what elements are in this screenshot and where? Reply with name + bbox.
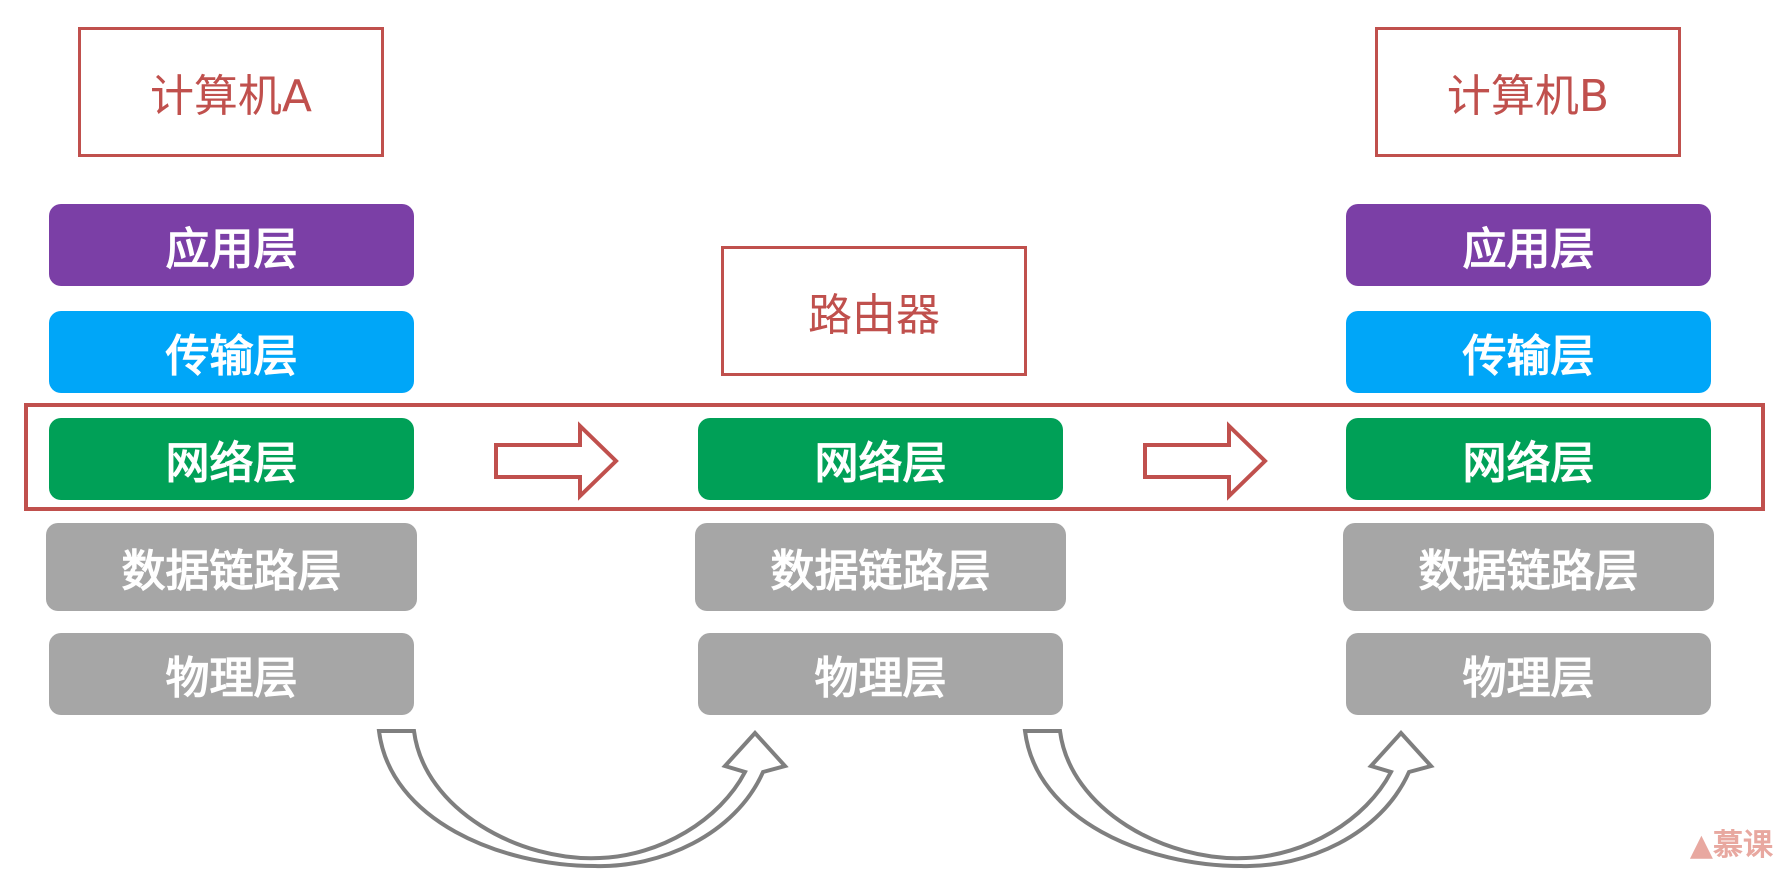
- watermark-text: 慕课: [1713, 828, 1773, 863]
- computer-b-datalink-layer: 数据链路层: [1343, 523, 1714, 611]
- arrow-right-icon: [494, 421, 619, 501]
- computer-a-transport-layer: 传输层: [49, 311, 414, 393]
- computer-a-datalink-layer: 数据链路层: [46, 523, 417, 611]
- computer-b-application-layer: 应用层: [1346, 204, 1711, 286]
- computer-a-physical-layer: 物理层: [49, 633, 414, 715]
- watermark-logo: ▲慕课: [1690, 820, 1773, 864]
- computer-a-network-layer: 网络层: [49, 418, 414, 500]
- computer-a-label: 计算机A: [78, 27, 384, 157]
- computer-b-label: 计算机B: [1375, 27, 1681, 157]
- computer-a-application-layer: 应用层: [49, 204, 414, 286]
- router-datalink-layer: 数据链路层: [695, 523, 1066, 611]
- computer-b-transport-layer: 传输层: [1346, 311, 1711, 393]
- computer-b-network-layer: 网络层: [1346, 418, 1711, 500]
- router-label: 路由器: [721, 246, 1027, 376]
- curved-arrow-icon: [1022, 729, 1435, 869]
- router-network-layer: 网络层: [698, 418, 1063, 500]
- arrow-right-icon: [1143, 421, 1268, 501]
- curved-arrow-icon: [376, 729, 789, 869]
- network-layer-highlight: [24, 403, 1765, 511]
- computer-b-physical-layer: 物理层: [1346, 633, 1711, 715]
- flame-icon: ▲: [1689, 828, 1713, 863]
- router-physical-layer: 物理层: [698, 633, 1063, 715]
